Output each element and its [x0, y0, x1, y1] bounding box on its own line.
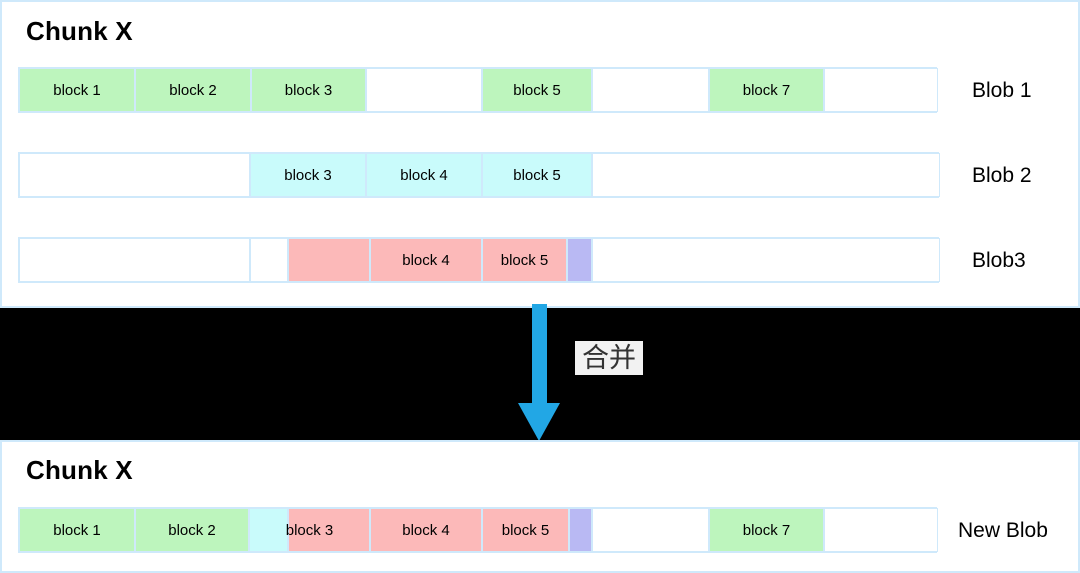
block-segment[interactable]: block 5: [482, 238, 567, 282]
block-segment[interactable]: block 7: [709, 68, 824, 112]
block-segment-empty[interactable]: [592, 238, 940, 282]
block-segment-empty[interactable]: [366, 68, 482, 112]
panel-right-edge: [1078, 442, 1080, 571]
block-segment-empty[interactable]: [592, 508, 709, 552]
block-segment-empty[interactable]: [592, 153, 940, 197]
block-segment-empty[interactable]: [592, 68, 709, 112]
block-segment[interactable]: [569, 508, 592, 552]
block-segment-empty[interactable]: [19, 153, 250, 197]
block-segment[interactable]: block 4: [366, 153, 482, 197]
panel-right-edge: [1078, 2, 1080, 306]
block-segment[interactable]: [567, 238, 592, 282]
block-segment[interactable]: block 7: [709, 508, 824, 552]
block-segment[interactable]: block 4: [370, 508, 482, 552]
block-segment[interactable]: block 1: [19, 508, 135, 552]
block-segment[interactable]: [288, 508, 370, 552]
block-segment[interactable]: block 3: [251, 68, 366, 112]
block-segment[interactable]: block 5: [482, 153, 592, 197]
blob-label: Blob3: [972, 249, 1026, 272]
block-segment-empty[interactable]: [19, 238, 250, 282]
block-segment[interactable]: block 4: [370, 238, 482, 282]
blob-label: Blob 1: [972, 79, 1032, 102]
block-segment[interactable]: [249, 508, 288, 552]
blob-strip-2: block 3 block 4 block 5: [18, 152, 940, 198]
blob-strip-3: block 4 block 5: [18, 237, 940, 283]
block-segment[interactable]: block 3: [250, 153, 366, 197]
block-segment[interactable]: block 5: [482, 68, 592, 112]
block-segment[interactable]: [288, 238, 370, 282]
block-segment-empty[interactable]: [824, 508, 938, 552]
block-segment[interactable]: block 2: [135, 68, 251, 112]
blob-strip-new: block 1 block 2 block 4 block 5 block 7 …: [18, 507, 938, 553]
blob-label: Blob 2: [972, 164, 1032, 187]
blob-label: New Blob: [958, 519, 1048, 542]
block-segment-empty[interactable]: [824, 68, 938, 112]
block-segment[interactable]: block 5: [482, 508, 569, 552]
chunk-title-bottom: Chunk X: [26, 455, 133, 485]
merge-caption: 合并: [575, 341, 643, 376]
panel-left-edge: [0, 2, 2, 306]
merge-arrow-head: [518, 403, 560, 441]
merge-arrow-shaft: [532, 304, 547, 405]
block-segment[interactable]: block 2: [135, 508, 249, 552]
block-segment[interactable]: block 1: [19, 68, 135, 112]
block-segment-empty[interactable]: [250, 238, 288, 282]
blob-strip-1: block 1 block 2 block 3 block 5 block 7: [18, 67, 938, 113]
chunk-title-top: Chunk X: [26, 16, 133, 46]
panel-left-edge: [0, 442, 2, 571]
